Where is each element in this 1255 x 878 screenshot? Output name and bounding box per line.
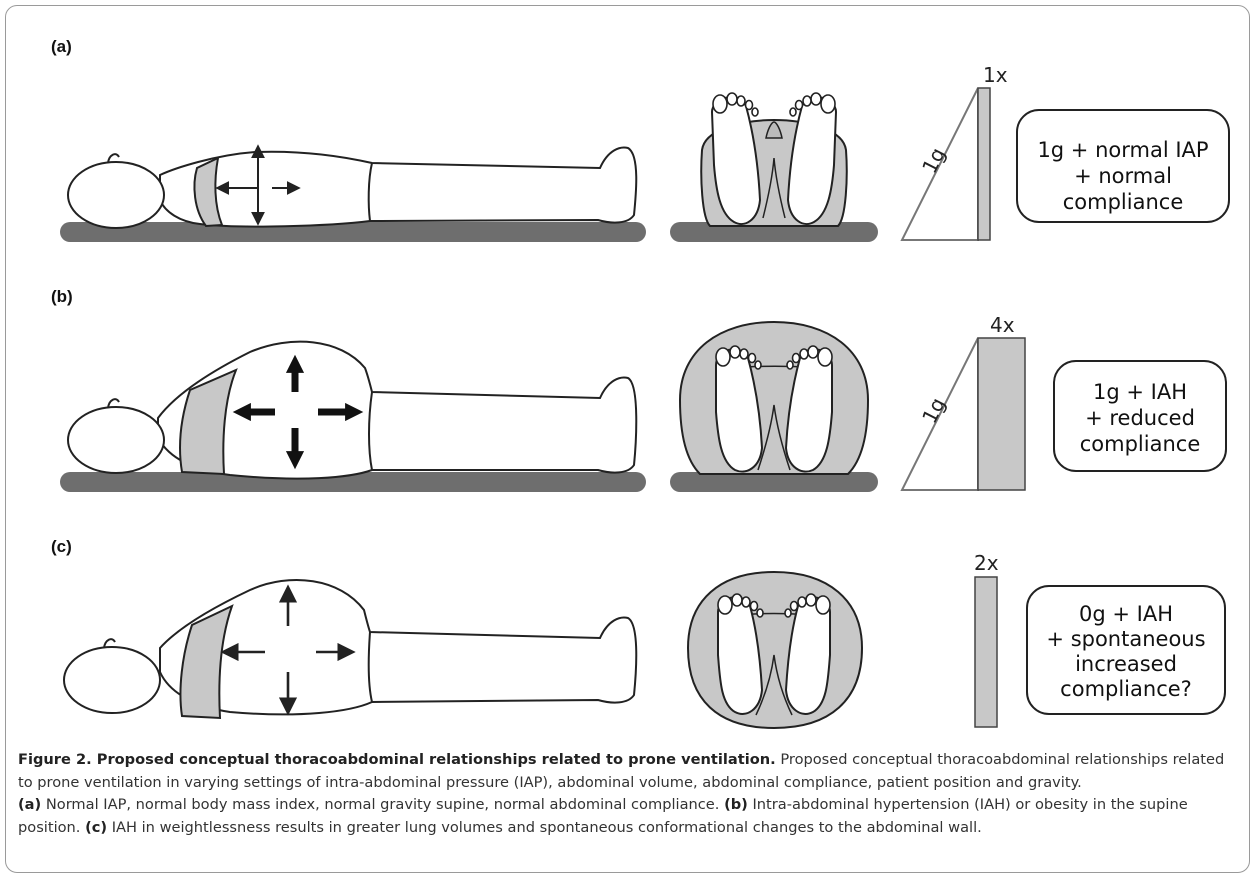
panel-b: (b)	[51, 287, 1226, 492]
gravity-triangle-a: 1x 1g	[902, 63, 1008, 240]
magnitude-label-c: 2x	[974, 551, 999, 575]
condition-box-c: 0g + IAH + spontaneous increased complia…	[1027, 586, 1225, 714]
panel-c-label: (c)	[51, 537, 72, 556]
feet-view-c	[688, 572, 862, 728]
patient-body-a	[68, 148, 636, 228]
box-c-line-1: 0g + IAH	[1079, 602, 1173, 626]
figure-caption: Figure 2. Proposed conceptual thoracoabd…	[18, 749, 1243, 839]
panel-a: (a)	[51, 37, 1229, 242]
pressure-bar-b	[978, 338, 1025, 490]
box-b-line-3: compliance	[1080, 432, 1201, 456]
box-b-line-2: + reduced	[1085, 406, 1195, 430]
figure-illustration: (a)	[0, 0, 1255, 750]
condition-box-a: 1g + normal IAP + normal compliance	[1017, 110, 1229, 222]
pressure-bar-a	[978, 88, 990, 240]
gravity-triangle-b: 4x 1g	[902, 313, 1025, 490]
panel-b-label: (b)	[51, 287, 73, 306]
gravity-bar-c: 2x	[974, 551, 999, 727]
feet-view-a	[670, 93, 878, 242]
caption-title: Figure 2. Proposed conceptual thoracoabd…	[18, 751, 776, 768]
table-a	[60, 222, 646, 242]
caption-c-label: (c)	[85, 819, 107, 836]
magnitude-label-b: 4x	[990, 313, 1015, 337]
gravity-label-a: 1g	[917, 144, 950, 178]
box-c-line-4: compliance?	[1060, 677, 1192, 701]
box-a-line-3: compliance	[1063, 190, 1184, 214]
panel-a-label: (a)	[51, 37, 72, 56]
box-b-line-1: 1g + IAH	[1093, 380, 1187, 404]
caption-a-text: Normal IAP, normal body mass index, norm…	[41, 796, 719, 813]
caption-c-text: IAH in weightlessness results in greater…	[107, 819, 982, 836]
box-c-line-3: increased	[1075, 652, 1177, 676]
box-c-line-2: + spontaneous	[1046, 627, 1205, 651]
gravity-label-b: 1g	[917, 394, 950, 428]
caption-b-label: (b)	[724, 796, 748, 813]
caption-a-label: (a)	[18, 796, 41, 813]
condition-box-b: 1g + IAH + reduced compliance	[1054, 361, 1226, 471]
pressure-bar-c	[975, 577, 997, 727]
feet-view-b	[670, 322, 878, 492]
panel-c: (c) 2x	[51, 537, 1225, 728]
patient-body-c	[64, 580, 636, 718]
box-a-line-2: + normal	[1074, 164, 1172, 188]
box-a-line-1: 1g + normal IAP	[1037, 138, 1208, 162]
magnitude-label-a: 1x	[983, 63, 1008, 87]
